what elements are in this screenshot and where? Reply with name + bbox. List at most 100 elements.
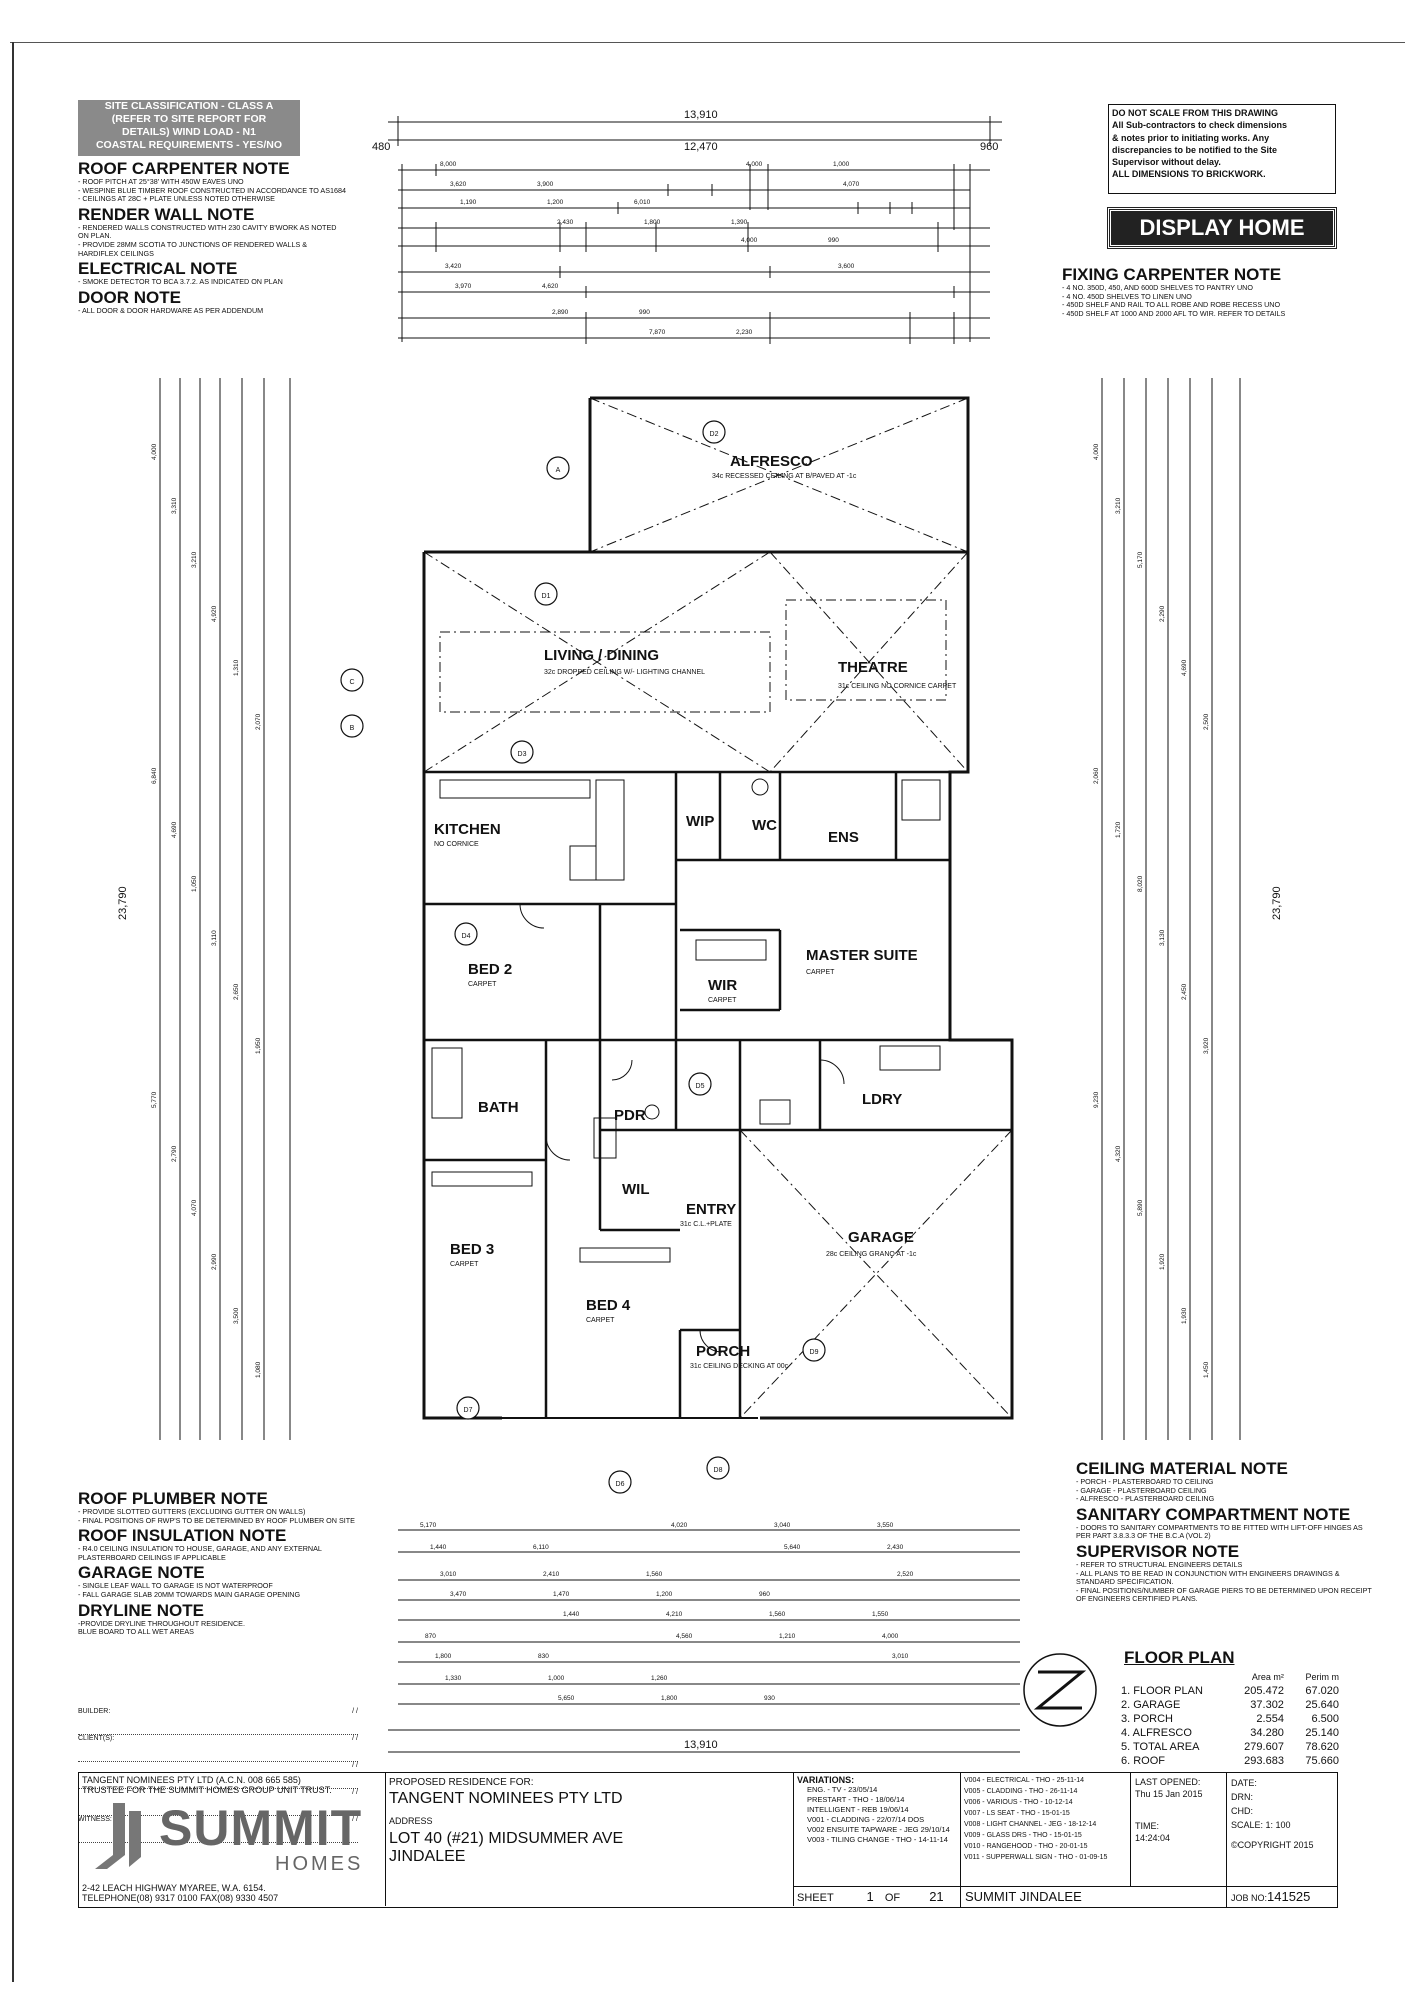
section-marker-label: C: [349, 679, 354, 686]
dimension-label: 3,110: [211, 930, 218, 946]
dimension-label: 3,420: [445, 263, 462, 270]
variation-item: V009 - GLASS DRS - THO - 15-01-15: [964, 1832, 1082, 1839]
section-marker-label: A: [556, 467, 561, 474]
dimension-label: 5,170: [420, 1522, 437, 1529]
site-line: (REFER TO SITE REPORT FOR: [111, 113, 267, 125]
variations-panel-2: V004 - ELECTRICAL - THO - 25-11-14 V005 …: [961, 1773, 1131, 1886]
dimension-label: 4,210: [666, 1611, 683, 1618]
dimension-label: 3,550: [877, 1522, 894, 1529]
cell: 67.020: [1305, 1685, 1339, 1697]
dim-left-oall: 23,790: [117, 886, 129, 920]
room-label: LDRY: [862, 1091, 902, 1108]
section-marker-label: D3: [518, 751, 527, 758]
sheet-cell: SHEET 1 OF 21: [793, 1887, 961, 1907]
cell: 1. FLOOR PLAN: [1121, 1685, 1203, 1697]
dimension-label: 6,840: [151, 767, 158, 784]
time-value: 14:24:04: [1135, 1833, 1171, 1843]
address-label: ADDRESS: [389, 1816, 433, 1826]
cell: 5. TOTAL AREA: [1121, 1741, 1200, 1753]
dimension-label: 870: [425, 1633, 436, 1640]
col-header: Perim m: [1305, 1672, 1340, 1682]
note-title: DRYLINE NOTE: [78, 1600, 204, 1620]
section-marker: [454, 922, 478, 946]
room-label: WIP: [686, 813, 714, 830]
sheet-number: 1: [866, 1889, 874, 1904]
job-no: 141525: [1267, 1889, 1311, 1904]
bottom-dimensions: 5,1706,1101,5609601,5508708301,2609303,5…: [420, 1522, 914, 1702]
site-address: LOT 40 (#21) MIDSUMMER AVE: [389, 1830, 624, 1847]
variation-item: ENG. - TV - 23/05/14: [807, 1785, 878, 1794]
dimension-label: 4,000: [741, 237, 758, 244]
room-sub: 34c RECESSED CEILING AT B/PAVED AT -1c: [712, 473, 857, 480]
section-marker-label: B: [350, 725, 355, 732]
note-title: ELECTRICAL NOTE: [78, 259, 238, 279]
section-marker-label: D6: [616, 1481, 625, 1488]
room-sub: 32c DROPPED CEILING W/- LIGHTING CHANNEL: [544, 669, 705, 676]
dimension-label: 3,920: [1203, 1037, 1210, 1054]
date-field[interactable]: / /: [352, 1762, 358, 1769]
date-field[interactable]: / /: [352, 1816, 358, 1823]
company-phone: TELEPHONE(08) 9317 0100 FAX(08) 9330 450…: [82, 1893, 279, 1903]
date-field[interactable]: / /: [352, 1789, 358, 1796]
last-opened-label: LAST OPENED:: [1135, 1777, 1201, 1787]
dimension-label: 4,690: [1181, 659, 1188, 676]
scale-label: SCALE: 1: 100: [1231, 1820, 1291, 1830]
warning-line: & notes prior to initiating works. Any: [1112, 132, 1270, 143]
cell: 3. PORCH: [1121, 1713, 1173, 1725]
bottom-left-notes: ROOF PLUMBER NOTE - PROVIDE SLOTTED GUTT…: [78, 1490, 368, 1637]
note-title: ROOF INSULATION NOTE: [78, 1526, 287, 1546]
note-item: - FALL GARAGE SLAB 20mm TOWARDS MAIN GAR…: [78, 1589, 301, 1599]
display-home-banner: DISPLAY HOME: [1107, 207, 1337, 249]
section-marker: [340, 668, 364, 692]
dimension-label: 1,800: [435, 1653, 452, 1660]
dimension-label: 3,040: [774, 1522, 791, 1529]
warning-line: All Sub-contractors to check dimensions: [1112, 120, 1288, 131]
room-label: BATH: [478, 1099, 519, 1116]
note-dryline: DRYLINE NOTE -PROVIDE DRYLINE THROUGHOUT…: [78, 1600, 368, 1637]
dimension-label: 1,440: [563, 1611, 580, 1618]
note-title: SUPERVISOR NOTE: [1076, 1541, 1240, 1561]
dimension-label: 1,560: [646, 1571, 663, 1578]
dimension-label: 4,000: [746, 161, 763, 168]
note-item: BLUE BOARD TO ALL WET AREAS: [78, 1627, 194, 1637]
section-marker: [802, 1338, 826, 1362]
dim-top-inner: 12,470: [684, 141, 718, 153]
dim-right-oall: 23,790: [1271, 886, 1283, 920]
room-labels: ALFRESCO 34c RECESSED CEILING AT B/PAVED…: [434, 453, 957, 1370]
right-notes: CEILING MATERIAL NOTE - PORCH - PLASTERB…: [1076, 1460, 1376, 1604]
warning-box: DO NOT SCALE FROM THIS DRAWING All Sub-c…: [1108, 104, 1336, 194]
variation-item: V004 - ELECTRICAL - THO - 25-11-14: [964, 1777, 1085, 1784]
dimension-label: 1,260: [651, 1675, 668, 1682]
date-field[interactable]: / /: [352, 1735, 358, 1742]
dimension-label: 2,790: [171, 1145, 178, 1162]
signature-row: BUILDER: / /: [78, 1708, 358, 1735]
table-header: Area m² Perim m: [1120, 1670, 1340, 1684]
section-marker-label: D5: [696, 1083, 705, 1090]
note-roof-plumber: ROOF PLUMBER NOTE - PROVIDE SLOTTED GUTT…: [78, 1490, 368, 1525]
dimension-label: 930: [764, 1695, 775, 1702]
job-no-cell: JOB NO:141525: [1227, 1887, 1337, 1907]
date-field[interactable]: / /: [352, 1708, 358, 1715]
note-supervisor: SUPERVISOR NOTE - REFER TO STRUCTURAL EN…: [1076, 1541, 1376, 1604]
section-marker: [702, 420, 726, 444]
proposed-label: PROPOSED RESIDENCE FOR:: [389, 1777, 534, 1788]
dimension-label: 1,080: [255, 1361, 262, 1378]
dimension-label: 6,110: [533, 1544, 549, 1551]
variation-item: V002 ENSUITE TAPWARE - JEG 29/10/14: [807, 1825, 950, 1834]
dimension-label: 4,000: [1093, 443, 1100, 460]
dimension-label: 4,070: [843, 181, 860, 188]
note-item: - GARAGE - PLASTERBOARD CEILING: [1076, 1485, 1207, 1495]
room-sub: 31c CEILING NO CORNICE CARPET: [838, 683, 957, 690]
cell: 6. ROOF: [1121, 1755, 1166, 1767]
dimension-label: 2,410: [543, 1571, 560, 1578]
signature-row: / /: [78, 1762, 358, 1789]
dimension-label: 990: [639, 309, 650, 316]
cell: 25.640: [1305, 1699, 1339, 1711]
dimension-label: 1,440: [430, 1544, 447, 1551]
section-marker: [510, 740, 534, 764]
dimension-label: 1,210: [779, 1633, 796, 1640]
note-item: - PORCH - PLASTERBOARD TO CEILING: [1076, 1477, 1214, 1486]
